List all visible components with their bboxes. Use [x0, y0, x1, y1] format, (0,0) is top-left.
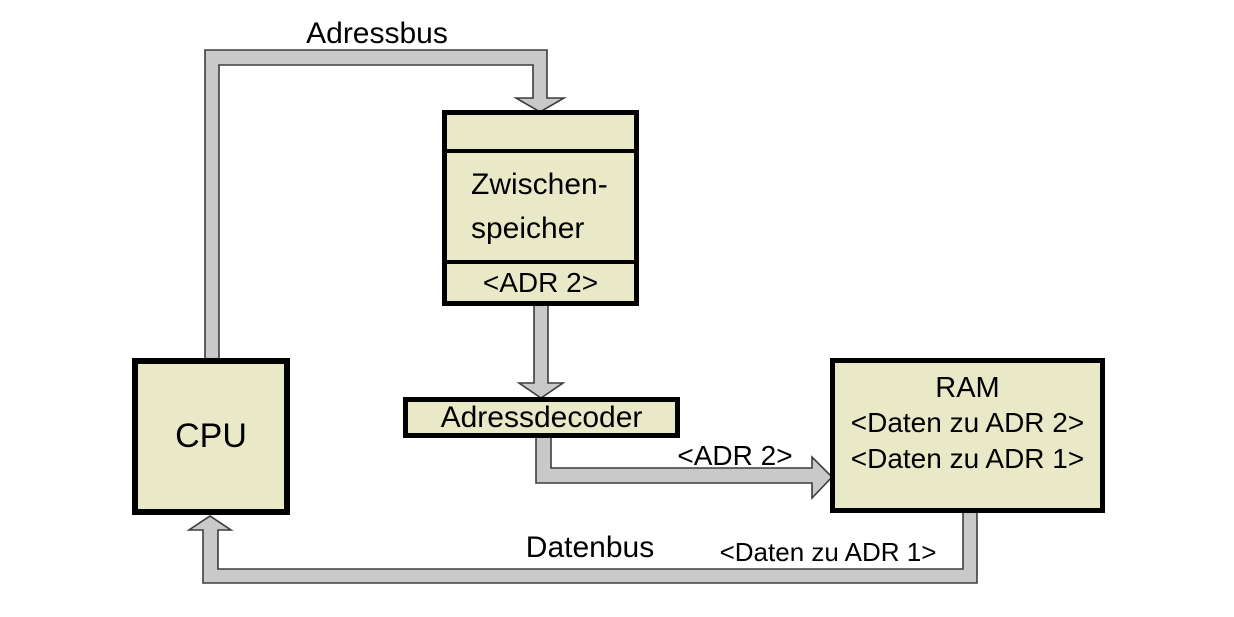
- datenbus-label: Datenbus: [525, 531, 655, 564]
- adressdecoder-box: Adressdecoder: [403, 397, 680, 438]
- adressbus-label: Adressbus: [306, 17, 448, 50]
- zwischenspeicher-top-strip: [447, 115, 634, 153]
- adr2-bus-label: <ADR 2>: [677, 440, 793, 471]
- adressdecoder-label: Adressdecoder: [440, 400, 643, 434]
- ram-box: RAM <Daten zu ADR 2> <Daten zu ADR 1>: [830, 358, 1105, 513]
- ram-data-line-adr2: <Daten zu ADR 2>: [850, 407, 1085, 438]
- cpu-box: CPU: [132, 358, 290, 515]
- zwischenspeicher-adr2-value: <ADR 2>: [482, 266, 599, 298]
- zwischenspeicher-adr2-slot: <ADR 2>: [447, 264, 634, 301]
- ram-data-line-adr1: <Daten zu ADR 1>: [850, 443, 1085, 474]
- ram-title: RAM: [935, 372, 1000, 404]
- cpu-label: CPU: [175, 417, 247, 455]
- zwischenspeicher-label-line1: Zwischen-: [471, 167, 608, 201]
- daten-zu-adr1-bus-label: <Daten zu ADR 1>: [719, 537, 937, 567]
- zwischenspeicher-label: Zwischen- speicher: [447, 153, 634, 264]
- zwischenspeicher-box: Zwischen- speicher <ADR 2>: [442, 110, 639, 306]
- adressbus-arrow: [204, 49, 567, 363]
- zwischenspeicher-to-decoder-arrow: [516, 302, 566, 399]
- datenbus-arrow: [186, 510, 978, 584]
- decoder-to-ram-arrow: [535, 435, 834, 500]
- zwischenspeicher-label-line2: speicher: [471, 211, 585, 245]
